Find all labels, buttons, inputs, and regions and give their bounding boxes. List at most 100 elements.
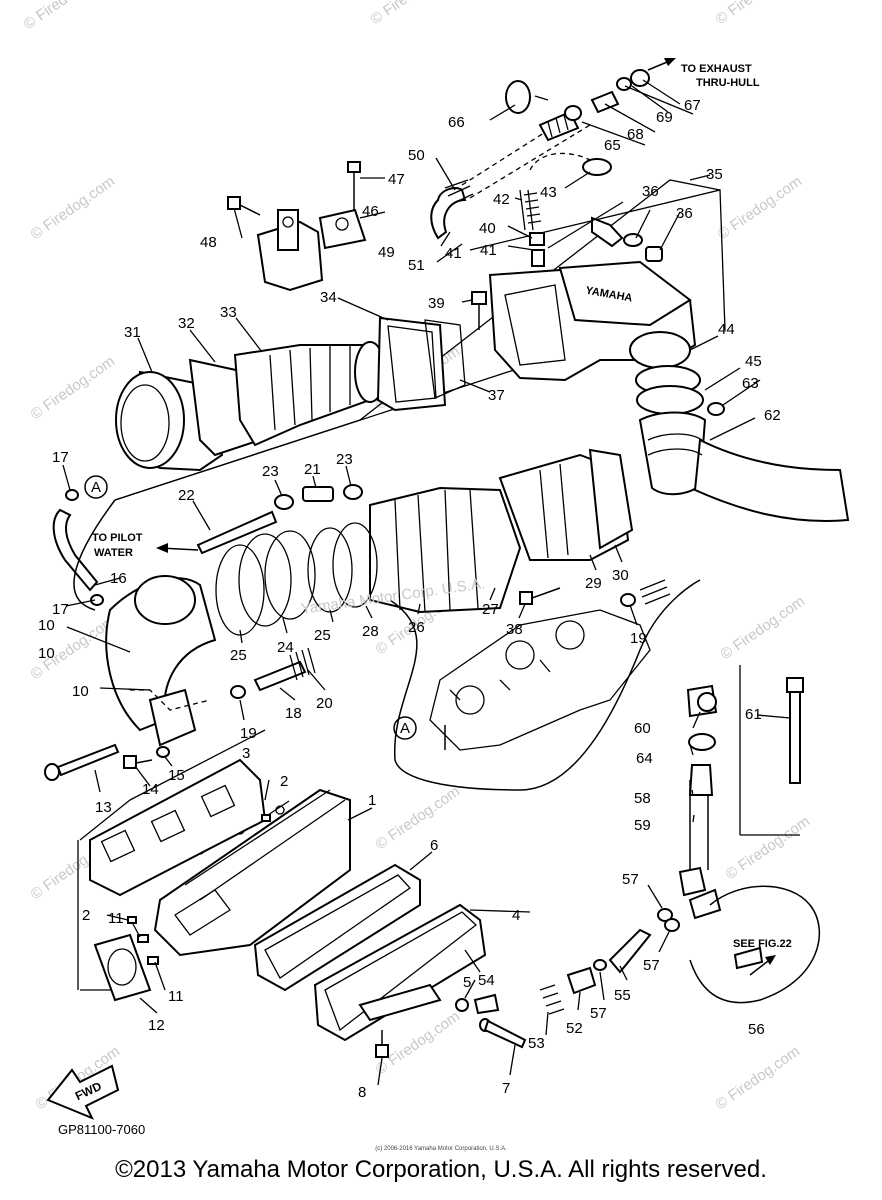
part-33-muffler [233, 341, 386, 447]
note-pilot-line-1: TO PILOT [92, 532, 143, 544]
part-label-50: 50 [408, 147, 425, 164]
part-label-24: 24 [277, 639, 294, 656]
bolt-47 [347, 161, 361, 210]
watermark-text: © Firedog.com [715, 173, 806, 243]
part-label-5: 5 [463, 974, 471, 991]
watermark-text: © Firedog.com [28, 173, 119, 243]
watermark-text: © Firedog.com [368, 0, 459, 28]
drawing-code: GP81100-7060 [58, 1122, 146, 1137]
part-label-62: 62 [764, 407, 781, 424]
part-label-57: 57 [622, 871, 639, 888]
part-label-10: 10 [72, 683, 89, 700]
part-label-27: 27 [482, 601, 499, 618]
part-label-40: 40 [479, 220, 496, 237]
parts-artwork: YAMAHA [44, 58, 850, 1120]
part-label-51: 51 [408, 257, 425, 274]
part-label-23: 23 [262, 463, 279, 480]
part-label-56: 56 [748, 1021, 765, 1038]
part-label-2: 2 [280, 773, 288, 790]
part-label-69: 69 [656, 109, 673, 126]
part-label-12: 12 [148, 1017, 165, 1034]
part-label-36: 36 [642, 183, 659, 200]
part-label-8: 8 [358, 1084, 366, 1101]
watermark-text: © Firedog.com [373, 1008, 464, 1078]
part-label-17: 17 [52, 449, 69, 466]
part-label-21: 21 [304, 461, 321, 478]
part-label-46: 46 [362, 203, 379, 220]
hose-42 [519, 189, 542, 231]
part-label-49: 49 [378, 244, 395, 261]
part-62-hose [629, 331, 850, 522]
part-label-37: 37 [488, 387, 505, 404]
note-see-fig: SEE FIG.22 [733, 938, 792, 950]
note-pilot-line-2: WATER [94, 547, 133, 559]
leader-lines [62, 79, 791, 1086]
part-label-19: 19 [240, 725, 257, 742]
part-label-34: 34 [320, 289, 337, 306]
part-label-7: 7 [502, 1080, 510, 1097]
part-label-16: 16 [110, 570, 127, 587]
part-label-4: 4 [512, 907, 520, 924]
part-label-3: 3 [242, 745, 250, 762]
part-46-bracket [256, 208, 367, 292]
part-label-33: 33 [220, 304, 237, 321]
part-27-26-sleeves [369, 448, 634, 614]
part-label-38: 38 [506, 621, 523, 638]
part-label-10: 10 [38, 645, 55, 662]
part-label-25: 25 [230, 647, 247, 664]
fwd-arrow [46, 1064, 120, 1120]
engine-block-outline [429, 609, 651, 751]
part-label-28: 28 [362, 623, 379, 640]
part-label-39: 39 [428, 295, 445, 312]
part-label-64: 64 [636, 750, 653, 767]
part-12-gasket [93, 933, 152, 1002]
part-label-57: 57 [590, 1005, 607, 1022]
watermark-text: © Firedog.com [723, 813, 814, 883]
part-10-elbow [105, 575, 217, 747]
watermark-text: © Firedog.com [713, 0, 804, 28]
copyright-footer: ©2013 Yamaha Motor Corporation, U.S.A. A… [115, 1156, 767, 1183]
part-label-23: 23 [336, 451, 353, 468]
part-label-55: 55 [614, 987, 631, 1004]
part-label-22: 22 [178, 487, 195, 504]
part-label-68: 68 [627, 126, 644, 143]
part-label-17: 17 [52, 601, 69, 618]
part-label-60: 60 [634, 720, 651, 737]
part-label-63: 63 [742, 375, 759, 392]
part-label-2: 2 [82, 907, 90, 924]
part-label-52: 52 [566, 1020, 583, 1037]
part-label-58: 58 [634, 790, 651, 807]
note-exhaust-line-1: TO EXHAUST [681, 63, 752, 75]
part-label-41: 41 [480, 242, 497, 259]
part-label-13: 13 [95, 799, 112, 816]
part-label-20: 20 [316, 695, 333, 712]
part-label-15: 15 [168, 767, 185, 784]
part-label-41: 41 [445, 245, 462, 262]
watermark-text: © Firedog.com [21, 0, 112, 33]
part-label-10: 10 [38, 617, 55, 634]
note-exhaust-line-2: THRU-HULL [696, 77, 760, 89]
part-label-14: 14 [142, 781, 159, 798]
watermark-text: © Firedog.com [373, 783, 464, 853]
part-label-43: 43 [540, 184, 557, 201]
part-label-31: 31 [124, 324, 141, 341]
part-label-65: 65 [604, 137, 621, 154]
callout-a-bottom: A [400, 720, 410, 737]
watermark-text: © Firedog.com [28, 353, 119, 423]
part-label-19: 19 [630, 630, 647, 647]
part-label-54: 54 [478, 972, 495, 989]
part-label-44: 44 [718, 321, 735, 338]
part-label-36: 36 [676, 205, 693, 222]
part-label-47: 47 [388, 171, 405, 188]
part-label-25: 25 [314, 627, 331, 644]
part-label-6: 6 [430, 837, 438, 854]
part-label-26: 26 [408, 619, 425, 636]
part-label-61: 61 [745, 706, 762, 723]
part-label-11: 11 [168, 988, 184, 1005]
part-4-cover [313, 903, 487, 1042]
part-label-48: 48 [200, 234, 217, 251]
part-label-29: 29 [585, 575, 602, 592]
part-label-45: 45 [745, 353, 762, 370]
part-label-59: 59 [634, 817, 651, 834]
